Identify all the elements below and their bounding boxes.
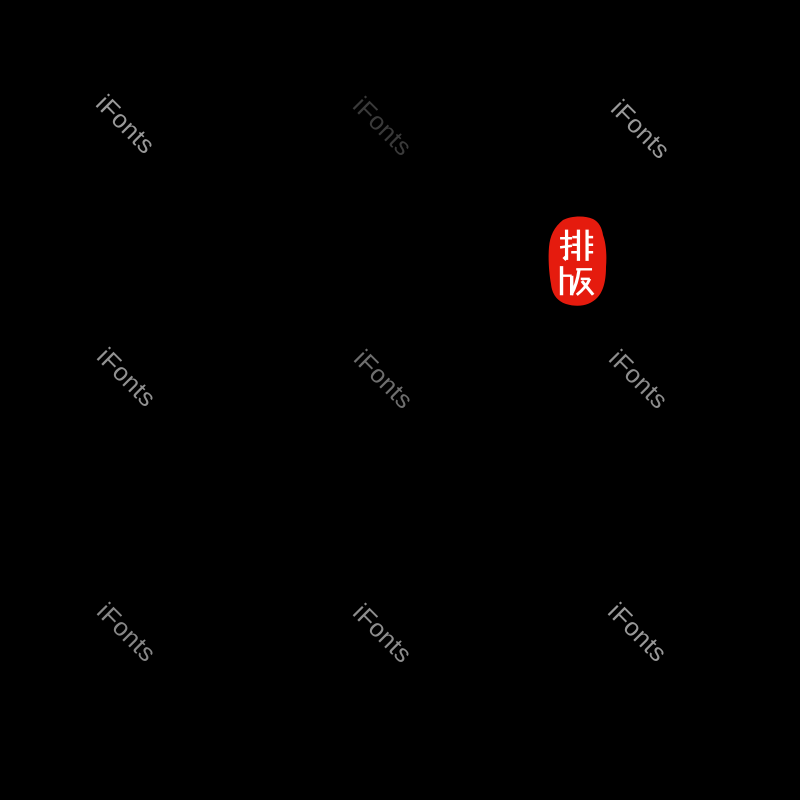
watermark-text: iFonts (348, 344, 419, 415)
watermark-text: iFonts (91, 342, 162, 413)
watermark-text: iFonts (90, 89, 161, 160)
watermark-text: iFonts (602, 597, 673, 668)
stamp-char-pai: 排 (559, 229, 594, 261)
paiban-seal-stamp: 排 版 (548, 216, 607, 306)
watermark-text: iFonts (603, 344, 674, 415)
watermark-text: iFonts (347, 91, 418, 162)
watermark-text: iFonts (605, 94, 676, 165)
watermark-text: iFonts (91, 597, 162, 668)
watermark-text: iFonts (347, 598, 418, 669)
stamp-char-ban: 版 (559, 266, 595, 296)
